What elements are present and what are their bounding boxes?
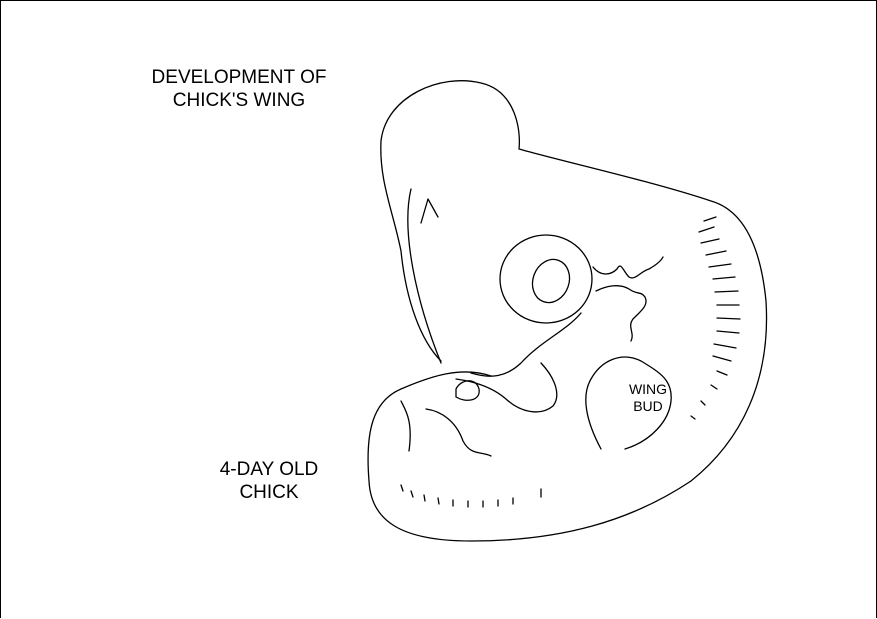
age-label: 4-DAY OLD CHICK bbox=[169, 459, 369, 505]
diagram-title: DEVELOPMENT OF CHICK'S WING bbox=[109, 67, 369, 113]
title-line-1: DEVELOPMENT OF bbox=[109, 67, 369, 90]
jaw-curve bbox=[471, 313, 581, 376]
lower-body-curve bbox=[401, 401, 410, 451]
lower-body-curve-2 bbox=[426, 409, 491, 456]
eye-outer bbox=[500, 235, 592, 323]
embryo-outline bbox=[368, 81, 767, 541]
limb-bud-outline bbox=[456, 381, 479, 401]
wing-bud-line-1: WING bbox=[613, 381, 683, 398]
age-label-line-1: 4-DAY OLD bbox=[169, 459, 369, 482]
pharyngeal-arches bbox=[593, 257, 663, 278]
neck-line bbox=[456, 363, 557, 412]
title-line-2: CHICK'S WING bbox=[109, 90, 369, 113]
tail-somites bbox=[401, 485, 541, 507]
wing-bud-line-2: BUD bbox=[613, 398, 683, 415]
eye-inner bbox=[527, 254, 576, 308]
pharyngeal-arches-2 bbox=[596, 286, 646, 341]
wing-bud-label: WING BUD bbox=[613, 381, 683, 415]
age-label-line-2: CHICK bbox=[169, 482, 369, 505]
beak-mark bbox=[421, 199, 438, 223]
back-somites bbox=[691, 217, 740, 419]
